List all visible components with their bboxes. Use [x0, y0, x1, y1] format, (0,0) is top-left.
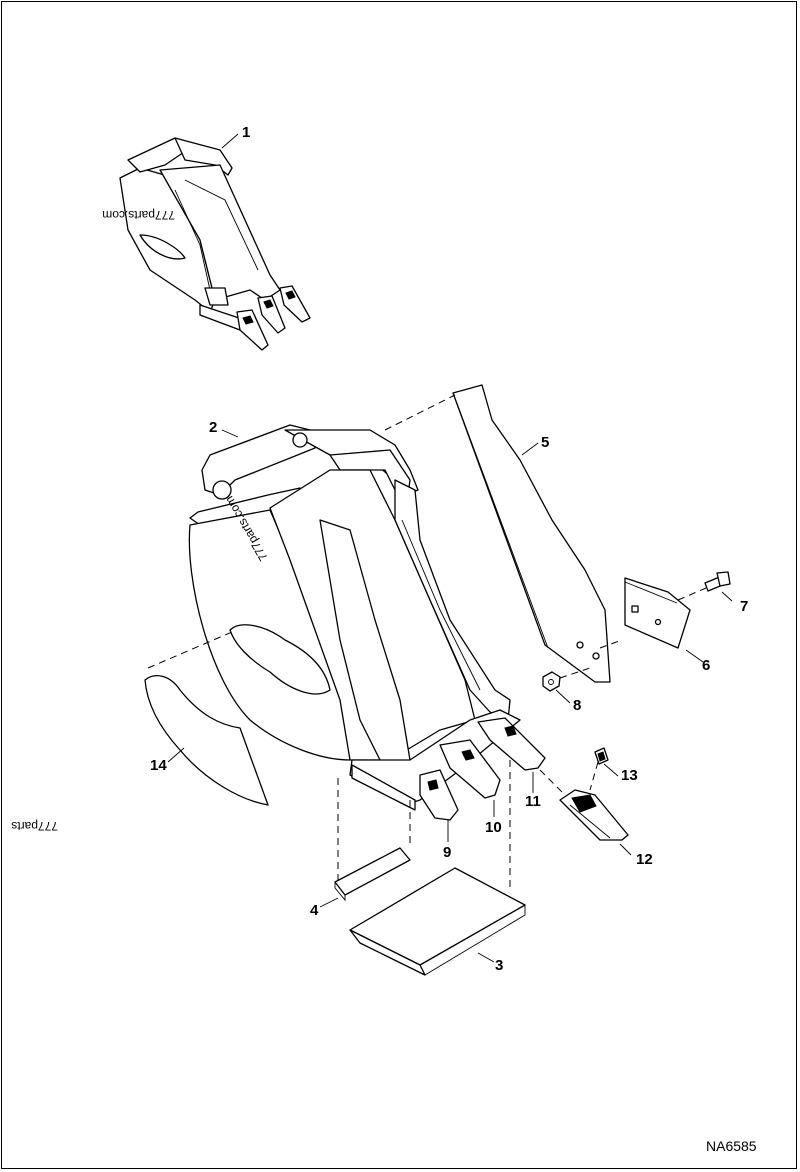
callout-8: 8	[573, 697, 581, 714]
callout-11: 11	[525, 793, 541, 810]
callout-7: 7	[740, 598, 748, 615]
bolt	[704, 571, 731, 592]
callout-10: 10	[485, 819, 502, 836]
bucket-assembly-small	[119, 137, 311, 351]
callout-4: 4	[310, 902, 319, 919]
callouts: 1 2 3 4 5 6 7 8 9 10 11 12 13 14	[150, 124, 748, 974]
wear-strip	[334, 847, 411, 902]
cutter-plate	[624, 577, 691, 649]
watermark-top: 777parts.com	[102, 208, 175, 222]
bucket-body	[188, 424, 546, 821]
callout-1: 1	[242, 124, 250, 141]
callout-9: 9	[443, 844, 451, 861]
callout-6: 6	[702, 657, 710, 674]
callout-12: 12	[636, 851, 653, 868]
nut	[542, 671, 561, 692]
callout-13: 13	[621, 767, 638, 784]
assembly-lines	[147, 394, 707, 890]
watermark-left: 777parts	[11, 819, 58, 833]
leader-lines	[167, 133, 733, 963]
callout-3: 3	[495, 957, 503, 974]
callout-2: 2	[209, 419, 217, 436]
tooth-replacement	[559, 789, 629, 841]
drawing-code: NA6585	[706, 1138, 757, 1154]
cutting-edge	[349, 867, 526, 976]
callout-14: 14	[150, 757, 167, 774]
side-cutter	[452, 384, 611, 683]
side-liner	[144, 675, 269, 806]
callout-5: 5	[541, 434, 549, 451]
tooth-pin	[594, 747, 609, 765]
